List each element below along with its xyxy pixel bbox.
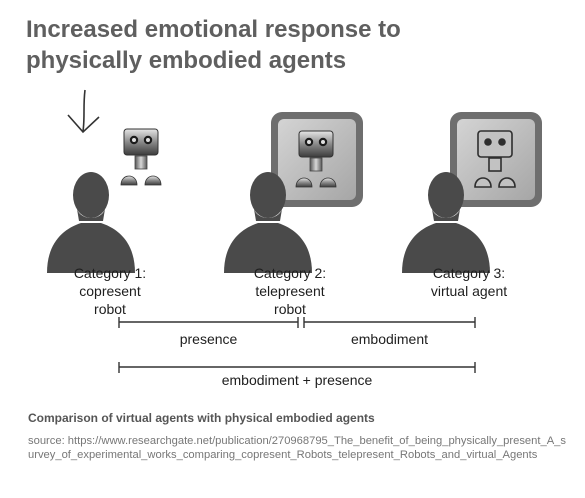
combined-label: embodiment + presence [221, 372, 373, 388]
category-3-label: Category 3: virtual agent [394, 264, 544, 300]
down-arrow-icon [67, 89, 100, 134]
copresent-robot-icon [120, 128, 162, 186]
category-1-line-2: copresent [79, 283, 141, 299]
category-1-line-1: Category 1: [73, 265, 147, 281]
page-title: Increased emotional response to physical… [26, 14, 566, 76]
presence-bracket [118, 317, 299, 328]
combined-bracket [118, 362, 476, 373]
category-2-line-3: robot [274, 301, 306, 317]
figure-caption: Comparison of virtual agents with physic… [28, 411, 375, 425]
category-2-line-2: telepresent [255, 283, 325, 299]
category-1-label: Category 1: copresent robot [35, 264, 185, 318]
category-2-line-1: Category 2: [253, 265, 327, 281]
person-silhouette-icon [47, 172, 135, 273]
category-1-line-3: robot [94, 301, 126, 317]
category-2-label: Category 2: telepresent robot [215, 264, 365, 318]
category-3-line-2: virtual agent [430, 283, 508, 299]
source-citation: source: https://www.researchgate.net/pub… [28, 435, 566, 461]
presence-label: presence [179, 331, 238, 347]
embodiment-label: embodiment [350, 331, 429, 347]
embodiment-bracket [303, 317, 476, 328]
title-line-1: Increased emotional response to [26, 16, 401, 43]
category-3-line-1: Category 3: [432, 265, 506, 281]
title-line-2: physically embodied agents [26, 47, 347, 74]
